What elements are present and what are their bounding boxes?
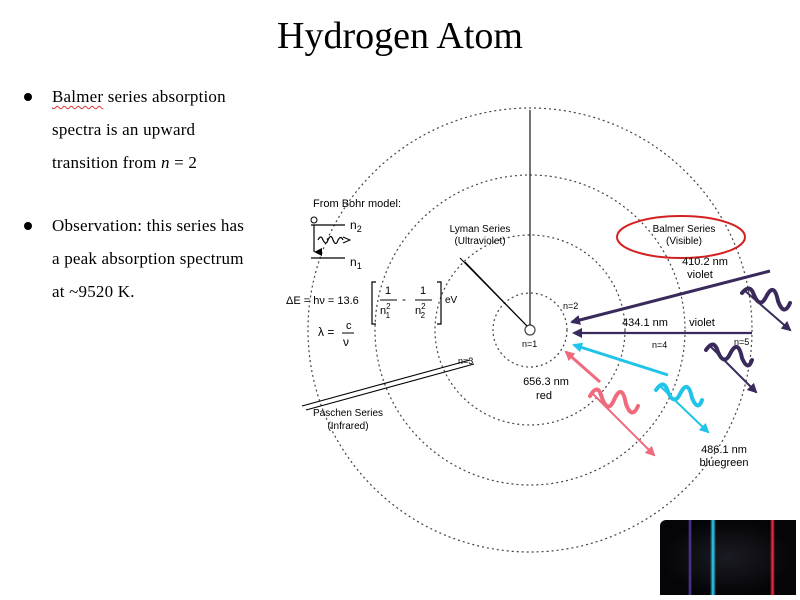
bullet-list: Balmer series absorption spectra is an u… (24, 80, 284, 308)
n-value: = 2 (169, 153, 198, 172)
n-variable: n (160, 153, 170, 172)
paschen-series-sublabel: (Infrared) (327, 421, 368, 432)
bullet-text: at ~9520 K. (52, 282, 135, 301)
level-n4: n=4 (652, 340, 667, 350)
bullet-text: Observation: this series has (52, 216, 245, 235)
slide-title: Hydrogen Atom (277, 15, 523, 57)
level-n3: n=3 (458, 356, 473, 366)
lyman-line (464, 261, 528, 327)
frac-numerator: 1 (420, 285, 426, 297)
wavelength-410: 410.2 nm (682, 256, 728, 268)
wavelength-656-color: red (536, 390, 552, 402)
level-n5: n=5 (734, 337, 749, 347)
bullet-dot (24, 93, 32, 101)
level-n2: n=2 (563, 301, 578, 311)
bohr-heading: From Bohr model: (313, 198, 401, 210)
violet-photon-434 (704, 342, 754, 368)
bullet-text: transition from (52, 153, 157, 172)
bullet-text: a peak absorption spectrum (52, 249, 244, 268)
cyan-arrow-486 (572, 342, 669, 377)
level-n2-label: n2 (350, 218, 362, 234)
level-n1: n=1 (522, 339, 537, 349)
wavelength-486: 486.1 nm (701, 444, 747, 456)
wavelength-656: 656.3 nm (523, 376, 569, 388)
bullet-balmer: Balmer series absorption spectra is an u… (24, 80, 284, 179)
minus-sign: - (402, 292, 406, 306)
balmer-highlight-ellipse (616, 215, 746, 259)
energy-unit: eV (445, 295, 458, 306)
lambda-numerator: c (346, 320, 352, 332)
level-n1-label: n1 (350, 255, 362, 271)
lyman-series-label: Lyman Series (450, 224, 511, 235)
cyan-photon-486 (654, 382, 704, 408)
wavelength-410-color: violet (687, 269, 713, 281)
violet-arrow-410 (570, 269, 771, 325)
paschen-series-label: Paschen Series (313, 408, 383, 419)
lyman-series-sublabel: (Ultraviolet) (454, 236, 505, 247)
lambda-formula: λ = (318, 325, 334, 339)
bullet-text: series absorption (103, 87, 226, 106)
wavelength-486-color: bluegreen (700, 457, 749, 469)
spectrum-image (660, 520, 796, 595)
violet-photon-410 (740, 286, 792, 312)
spectrum-line-violet (688, 520, 692, 595)
spectrum-line-red (770, 520, 775, 595)
wavelength-434: 434.1 nm (622, 317, 668, 329)
red-photon-656 (588, 387, 640, 415)
lambda-denominator: ν (343, 335, 349, 349)
bullet-dot (24, 222, 32, 230)
orbit-n1 (524, 324, 536, 336)
frac-numerator: 1 (385, 285, 391, 297)
energy-formula: ΔE = hν = 13.6 (286, 295, 359, 307)
bullet-first-word: Balmer (52, 87, 104, 106)
spectrum-line-cyan (710, 520, 716, 595)
bohr-model-box: From Bohr model: n2 n1 ΔE = hν = 13.6 1 … (286, 198, 458, 349)
paschen-line (305, 363, 475, 411)
red-arrow-656 (564, 350, 601, 384)
wavelength-434-color: violet (689, 317, 715, 329)
bullet-text: spectra is an upward (52, 120, 196, 139)
paschen-line (301, 359, 471, 407)
balmer-series-sublabel: (Visible) (666, 236, 702, 247)
orbit-n5 (307, 107, 753, 553)
orbit-n2 (492, 292, 568, 368)
bullet-observation: Observation: this series has a peak abso… (24, 209, 284, 308)
balmer-series-label: Balmer Series (653, 224, 716, 235)
